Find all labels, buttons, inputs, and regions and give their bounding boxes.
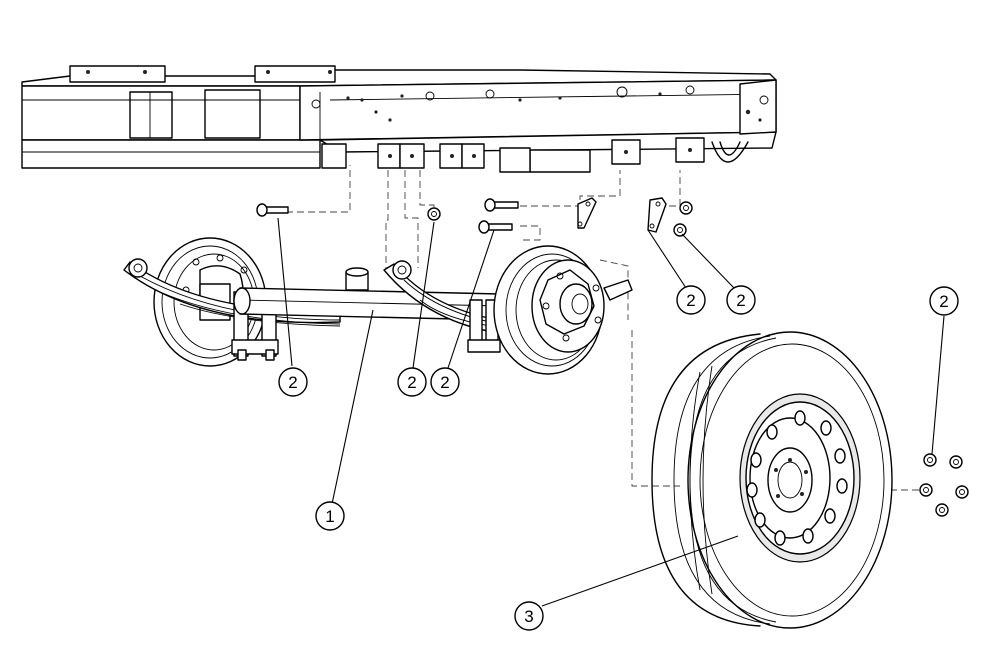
- callout-1: 1: [315, 501, 345, 531]
- callout-2-label: 2: [407, 373, 416, 392]
- callout-2-label: 2: [686, 291, 695, 310]
- fastener-hardware: [256, 197, 969, 517]
- axle-assembly: [123, 237, 633, 375]
- callout-3-label: 3: [524, 607, 533, 626]
- callout-2-lug-nuts: 2: [929, 286, 959, 316]
- callout-2-left-bolt: 2: [278, 367, 308, 397]
- callout-2-shackle-nut: 2: [726, 285, 756, 315]
- callout-2-label: 2: [288, 373, 297, 392]
- callout-3: 3: [514, 601, 544, 631]
- callout-2-label: 2: [736, 291, 745, 310]
- callout-2-center-nut: 2: [397, 367, 427, 397]
- leader-lines: [277, 217, 945, 607]
- callout-2-center-bolt: 2: [430, 367, 460, 397]
- callout-2-label: 2: [939, 292, 948, 311]
- trailer-frame: [21, 65, 777, 173]
- callout-2-label: 2: [440, 373, 449, 392]
- callout-2-shackle: 2: [676, 285, 706, 315]
- rim-holes: [746, 410, 848, 546]
- callout-1-label: 1: [325, 507, 334, 526]
- wheel-and-tire: [651, 331, 893, 629]
